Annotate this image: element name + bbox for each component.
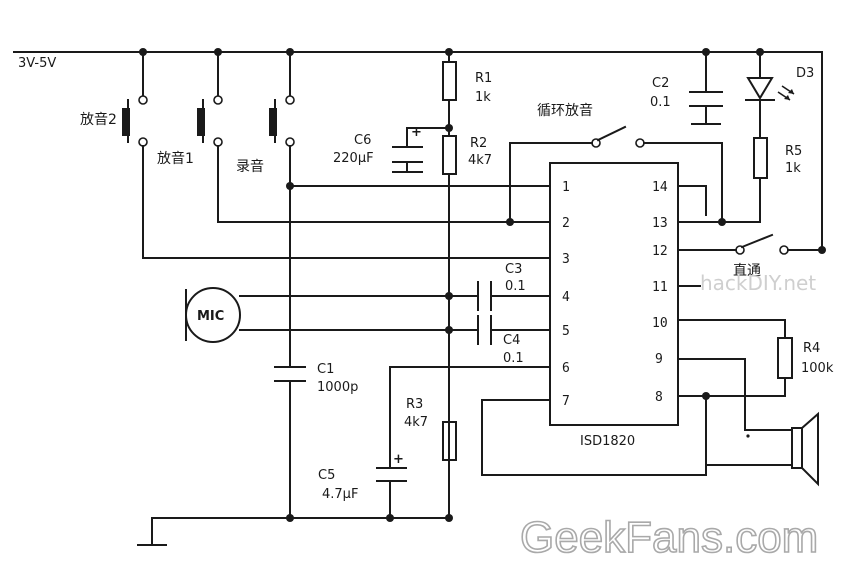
pin-14: 14 (652, 180, 668, 195)
r2-value: 4k7 (468, 153, 492, 168)
c6-name: C6 (354, 133, 371, 148)
resistor-r4 (777, 337, 793, 379)
supply-label: 3V-5V (18, 56, 56, 71)
c1-value: 1000p (317, 380, 358, 395)
chip-pins-left: 1 2 3 4 5 6 7 (562, 180, 570, 409)
d3-name: D3 (796, 66, 814, 81)
direct-switch (677, 233, 823, 255)
capacitor-c6: + (392, 125, 450, 173)
capacitor-c5: + (376, 366, 551, 519)
junction-dots (139, 48, 826, 522)
button-play2-label: 放音2 (80, 111, 117, 128)
r1-value: 1k (475, 90, 491, 105)
button-play1-label: 放音1 (157, 150, 194, 167)
resistor-r3 (442, 421, 457, 461)
r2-name: R2 (470, 136, 487, 151)
c4-value: 0.1 (503, 351, 524, 366)
pin-13: 13 (652, 216, 668, 231)
pin-4: 4 (562, 290, 570, 305)
pin-11: 11 (652, 280, 668, 295)
pin-6: 6 (562, 361, 570, 376)
r1-name: R1 (475, 71, 492, 86)
pin-12: 12 (652, 244, 668, 259)
pin-9: 9 (655, 352, 663, 367)
r5-name: R5 (785, 144, 802, 159)
microphone (185, 287, 477, 343)
loop-switch-label: 循环放音 (537, 102, 593, 119)
r3-value: 4k7 (404, 415, 428, 430)
c4-name: C4 (503, 333, 520, 348)
capacitor-c2 (689, 51, 723, 125)
button-play1 (197, 51, 551, 223)
svg-text:+: + (411, 125, 422, 140)
r5-value: 1k (785, 161, 801, 176)
c5-name: C5 (318, 468, 335, 483)
resistor-r1 (442, 51, 457, 137)
right-pin-wires (677, 185, 793, 476)
pin-2: 2 (562, 216, 570, 231)
button-record-label: 录音 (236, 158, 264, 175)
speaker (705, 411, 819, 487)
pin-3: 3 (562, 252, 570, 267)
pin-5: 5 (562, 324, 570, 339)
supply-rail (13, 51, 823, 251)
button-play2 (122, 51, 551, 259)
pin-10: 10 (652, 316, 668, 331)
direct-switch-label: 直通 (733, 262, 761, 279)
c6-value: 220μF (333, 151, 374, 166)
isd1820-chip (549, 162, 679, 426)
svg-text:+: + (393, 452, 404, 467)
loop-switch (509, 125, 761, 223)
capacitor-c3 (477, 281, 551, 311)
r4-value: 100k (801, 361, 834, 376)
led-d3 (745, 51, 795, 139)
ground-rail (137, 517, 450, 546)
c5-value: 4.7μF (322, 487, 358, 502)
chip-label: ISD1820 (580, 434, 635, 449)
button-record (269, 51, 551, 366)
capacitor-c4 (477, 315, 551, 345)
pin-7: 7 (562, 394, 570, 409)
c3-value: 0.1 (505, 279, 526, 294)
r4-name: R4 (803, 341, 820, 356)
watermark-large: GeekFans.com (520, 513, 818, 562)
pin-1: 1 (562, 180, 570, 195)
chip-pins-right: 14 13 12 11 10 9 8 (652, 180, 668, 405)
c3-name: C3 (505, 262, 522, 277)
pin-8: 8 (655, 390, 663, 405)
capacitor-c1 (274, 366, 306, 519)
mic-label: MIC (197, 309, 224, 324)
resistor-r5 (753, 137, 768, 223)
watermark-small: hackDIY.net (700, 271, 816, 295)
r3-name: R3 (406, 397, 423, 412)
c1-name: C1 (317, 362, 334, 377)
c2-value: 0.1 (650, 95, 671, 110)
c2-name: C2 (652, 76, 669, 91)
